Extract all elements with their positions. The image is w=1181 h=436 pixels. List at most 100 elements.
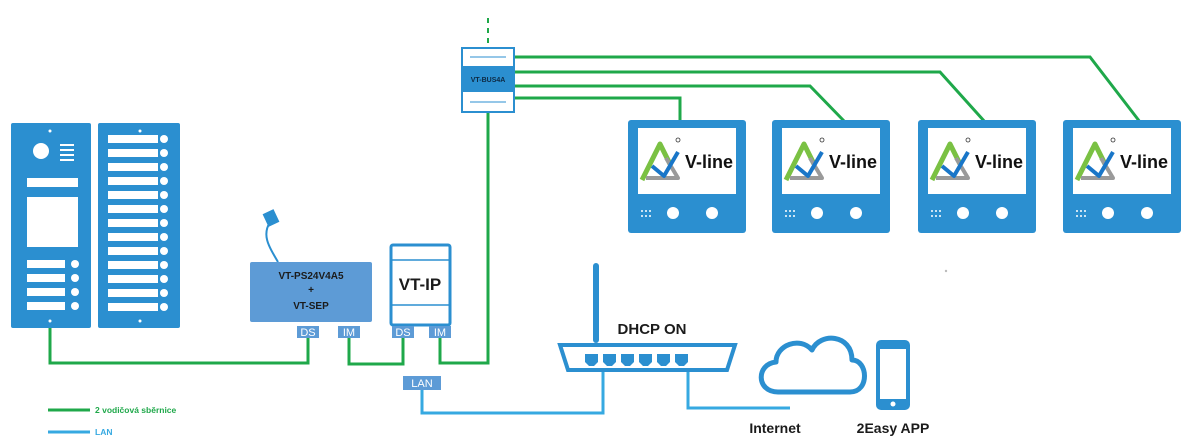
legend-lan-label: LAN <box>95 427 112 436</box>
power-plug-icon <box>262 209 280 263</box>
call-button-dot <box>160 177 168 185</box>
monitor-brand-label: V-line <box>829 152 877 172</box>
monitor-2: V-line <box>772 120 890 233</box>
port-ip-ds-label: DS <box>395 327 410 339</box>
name-strip <box>27 178 78 187</box>
name-button-row <box>108 247 158 255</box>
call-button-dot <box>160 191 168 199</box>
router-ports <box>585 354 688 366</box>
monitor-button <box>850 207 862 219</box>
call-button-dot <box>160 275 168 283</box>
name-button-row <box>108 191 158 199</box>
monitor-brand-label: V-line <box>685 152 733 172</box>
call-button-dot <box>160 261 168 269</box>
call-button-dot <box>160 303 168 311</box>
name-button-rows <box>108 135 168 311</box>
bus-line-monitor-2 <box>515 84 847 124</box>
door-station-button-panel <box>98 123 180 328</box>
name-button-row <box>108 149 158 157</box>
door-station-main-panel <box>11 123 91 328</box>
monitor-brand-label: V-line <box>975 152 1023 172</box>
name-button-row <box>108 289 158 297</box>
name-button-row <box>108 261 158 269</box>
call-buttons <box>27 260 79 310</box>
call-button-dot <box>160 247 168 255</box>
monitor-screen <box>1073 128 1171 194</box>
name-button-row <box>108 135 158 143</box>
monitor-group: V-line V-line V-line V-line <box>628 120 1181 233</box>
monitor-button <box>1102 207 1114 219</box>
name-button-row <box>108 275 158 283</box>
lan-wiring <box>420 368 790 415</box>
bus-wiring <box>48 18 1142 366</box>
bus-line-ps-to-ip <box>347 338 405 366</box>
name-button-row <box>108 177 158 185</box>
monitor-1: V-line <box>628 120 746 233</box>
monitor-button <box>811 207 823 219</box>
call-button-dot <box>160 219 168 227</box>
monitor-button <box>706 207 718 219</box>
port-ps-im-label: IM <box>343 327 355 339</box>
internet-label: Internet <box>749 420 801 436</box>
speaker-grille-icon <box>60 144 74 161</box>
monitor-button <box>1141 207 1153 219</box>
call-button-dot <box>160 163 168 171</box>
vline-logo-icon <box>783 137 825 182</box>
port-ip-im <box>429 326 451 338</box>
bus-line-monitor-1 <box>515 96 682 122</box>
port-ps-ds <box>297 326 319 338</box>
vt-ip-label: VT-IP <box>399 275 442 294</box>
bus-splitter-label: VT-BUS4A <box>471 77 506 84</box>
monitor-brand-label: V-line <box>1120 152 1168 172</box>
port-ip-ds <box>392 326 414 338</box>
name-button-row <box>108 205 158 213</box>
legend: 2 vodičová sběrnice LAN <box>48 405 177 436</box>
port-ps-ds-label: DS <box>300 327 315 339</box>
monitor-3: V-line <box>918 120 1036 233</box>
monitor-button <box>667 207 679 219</box>
router: DHCP ON <box>557 263 738 372</box>
name-button-row <box>108 163 158 171</box>
call-button-dot <box>160 233 168 241</box>
monitor-screen <box>782 128 880 194</box>
lan-line-ip-to-router <box>420 368 605 415</box>
name-button-row <box>108 303 158 311</box>
monitor-screen <box>638 128 736 194</box>
port-ps-im <box>338 326 360 338</box>
name-button-row <box>108 233 158 241</box>
power-supply-label-3: VT-SEP <box>293 301 329 312</box>
power-supply-unit: VT-PS24V4A5 + VT-SEP DS IM <box>250 262 372 339</box>
call-button-dot <box>160 135 168 143</box>
vt-ip-module: VT-IP DS IM LAN <box>389 243 452 390</box>
app-label: 2Easy APP <box>857 420 930 436</box>
monitor-button <box>957 207 969 219</box>
call-button-dot <box>160 149 168 157</box>
power-supply-label-1: VT-PS24V4A5 <box>278 271 343 282</box>
call-button-dot <box>160 289 168 297</box>
bus-splitter: VT-BUS4A <box>461 47 515 113</box>
monitor-screen <box>928 128 1026 194</box>
camera-icon <box>33 143 49 159</box>
port-lan-label: LAN <box>411 378 432 390</box>
vline-logo-icon <box>929 137 971 182</box>
vline-logo-icon <box>1074 137 1116 182</box>
port-ip-im-label: IM <box>434 327 446 339</box>
display-window <box>27 197 78 247</box>
legend-bus-label: 2 vodičová sběrnice <box>95 405 177 415</box>
bus-line-doorstation-to-ps <box>48 326 310 365</box>
router-label: DHCP ON <box>618 321 687 338</box>
monitor-4: V-line <box>1063 120 1181 233</box>
bus-line-ip-to-splitter <box>438 112 490 365</box>
bus-line-monitor-3 <box>515 70 987 124</box>
call-button-dot <box>160 205 168 213</box>
vline-logo-icon <box>639 137 681 182</box>
monitor-button <box>996 207 1008 219</box>
name-button-row <box>108 219 158 227</box>
port-lan <box>403 376 441 390</box>
lan-line-router-to-internet <box>686 368 790 410</box>
cloud-icon <box>758 335 867 395</box>
bus-line-monitor-4 <box>515 55 1142 123</box>
power-supply-label-2: + <box>308 285 314 296</box>
smartphone-icon <box>876 340 910 410</box>
